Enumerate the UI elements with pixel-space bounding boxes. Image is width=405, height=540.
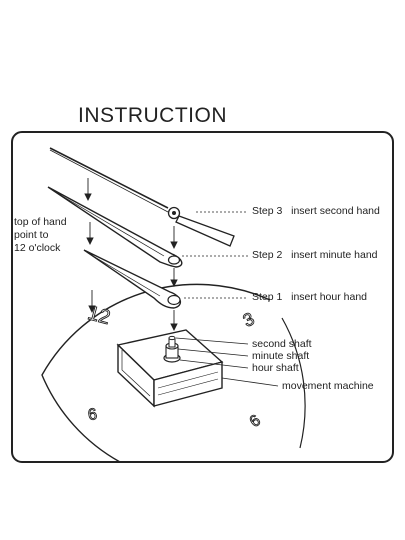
step-1-action: insert hour hand xyxy=(291,291,368,303)
minute-hand xyxy=(47,186,183,268)
minute-shaft-label: minute shaft xyxy=(252,350,310,362)
step-2-label: Step 2 insert minute hand xyxy=(252,249,378,261)
shaft-leader-lines xyxy=(175,337,279,387)
step-2-number: Step 2 xyxy=(252,249,283,261)
step-3-action: insert second hand xyxy=(291,205,380,217)
clock-dial-arc-right xyxy=(281,317,306,449)
second-hand xyxy=(49,147,235,247)
second-shaft-label: second shaft xyxy=(252,338,312,350)
step-3-label: Step 3 insert second hand xyxy=(252,205,380,217)
step-2-action: insert minute hand xyxy=(291,249,378,261)
dial-numeral-9: 9 xyxy=(86,403,99,422)
insertion-arrows xyxy=(84,178,178,332)
hour-hand xyxy=(83,249,181,309)
svg-text:3: 3 xyxy=(240,309,258,331)
diagram-frame xyxy=(11,131,394,463)
movement-machine xyxy=(116,329,224,408)
alignment-note: top of hand point to 12 o'clock xyxy=(14,216,67,255)
clock-dial-arc xyxy=(41,283,271,463)
step-leader-lines xyxy=(182,211,248,299)
svg-text:6: 6 xyxy=(247,412,264,431)
step-1-label: Step 1 insert hour hand xyxy=(252,291,367,303)
note-line-3: 12 o'clock xyxy=(14,242,61,254)
svg-text:9: 9 xyxy=(86,404,98,422)
note-line-1: top of hand xyxy=(14,216,67,228)
hour-shaft-label: hour shaft xyxy=(252,362,299,374)
dial-numeral-6: 6 xyxy=(246,411,264,431)
note-line-2: point to xyxy=(14,229,49,241)
movement-machine-label: movement machine xyxy=(282,380,374,392)
step-3-number: Step 3 xyxy=(252,205,283,217)
dial-numeral-3: 3 xyxy=(239,308,258,331)
step-1-number: Step 1 xyxy=(252,291,283,303)
page-title: INSTRUCTION xyxy=(78,104,227,127)
